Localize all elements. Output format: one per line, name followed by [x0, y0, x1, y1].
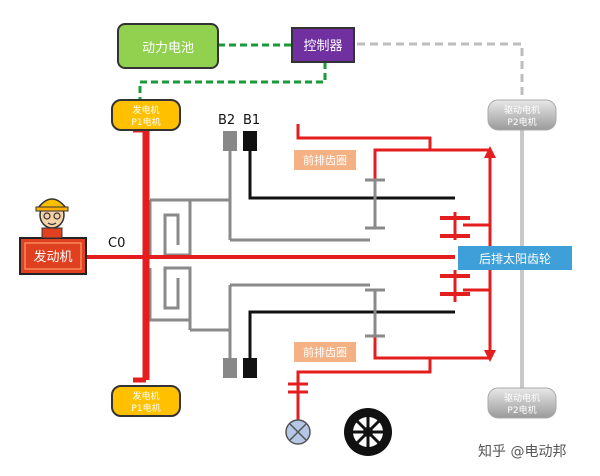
front-ring-gear-top: 前排齿圈 — [294, 150, 356, 170]
front-gear-bottom-label: 前排齿圈 — [303, 345, 347, 359]
b1-brake-block — [243, 131, 257, 378]
b2-shaft — [190, 150, 370, 360]
wheel-output-shaft — [288, 382, 308, 420]
front-ring-gear-bottom: 前排齿圈 — [294, 342, 356, 362]
load-icon — [285, 419, 311, 445]
front-gear-top-label: 前排齿圈 — [303, 153, 347, 167]
battery-controller-link — [138, 43, 327, 100]
b2-brake-block — [223, 131, 237, 378]
battery-label: 动力电池 — [142, 41, 194, 56]
battery-box: 动力电池 — [117, 23, 219, 69]
controller-box: 控制器 — [291, 27, 355, 63]
engine-box: 发动机 — [19, 237, 87, 275]
b2-label: B2 — [218, 113, 235, 128]
gen-top-label-1: 发电机 — [132, 104, 159, 116]
worker-mascot-icon — [35, 198, 69, 239]
gen-bot-label-1: 发电机 — [132, 390, 159, 402]
drive-bot-label-1: 驱动电机 — [504, 392, 540, 404]
rear-sun-label: 后排太阳齿轮 — [479, 251, 551, 266]
main-red-lines — [85, 124, 492, 392]
clutch-c0 — [148, 198, 192, 330]
drive-top-label-2: P2电机 — [507, 116, 536, 128]
drive-motor-bottom: 驱动电机 P2电机 — [487, 387, 557, 419]
c0-label: C0 — [108, 236, 125, 251]
output-arrows — [484, 146, 496, 362]
b1-shaft — [248, 150, 455, 360]
engine-label: 发动机 — [33, 249, 72, 265]
controller-label: 控制器 — [303, 39, 342, 54]
watermark: 知乎 @电动邦 — [478, 443, 566, 460]
rear-sun-gear: 后排太阳齿轮 — [458, 246, 572, 270]
front-planet-gears — [365, 178, 385, 338]
gen-top-label-2: P1电机 — [131, 116, 160, 128]
drive-bot-label-2: P2电机 — [507, 404, 536, 416]
drive-motor-top: 驱动电机 P2电机 — [487, 99, 557, 131]
wheel-icon — [344, 408, 392, 456]
gen-bot-label-2: P1电机 — [131, 402, 160, 414]
generator-bottom: 发电机 P1电机 — [111, 385, 181, 417]
drive-top-label-1: 驱动电机 — [504, 104, 540, 116]
generator-top: 发电机 P1电机 — [111, 99, 181, 131]
controller-drive-link — [357, 42, 524, 100]
b1-label: B1 — [243, 113, 260, 128]
